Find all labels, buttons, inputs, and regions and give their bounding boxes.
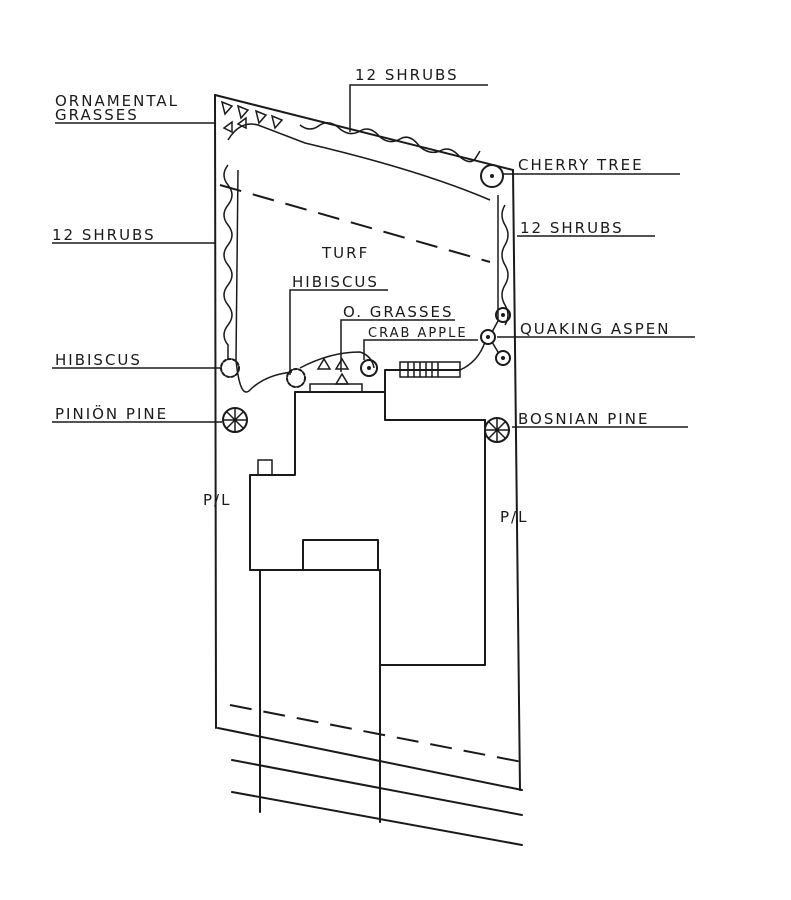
label-property-line-right: P/L xyxy=(500,508,528,526)
bosnian-pine-icon xyxy=(484,417,510,443)
label-shrubs-top: 12 SHRUBS xyxy=(355,66,459,84)
label-ornamental: ORNAMENTAL xyxy=(55,92,179,110)
label-shrubs-left: 12 SHRUBS xyxy=(52,226,156,244)
label-crab-apple: CRAB APPLE xyxy=(368,326,468,341)
cherry-tree-icon xyxy=(480,164,504,188)
label-hibiscus-left: HIBISCUS xyxy=(55,351,142,369)
label-shrubs-right: 12 SHRUBS xyxy=(520,219,624,237)
setback-line xyxy=(219,184,491,263)
label-turf: TURF xyxy=(321,244,369,262)
label-bosnian-pine: BOSNIAN PINE xyxy=(518,410,649,428)
label-property-line-left: P/L xyxy=(203,491,231,509)
shrub-bed-right xyxy=(497,195,509,326)
hibiscus-shrub-icon xyxy=(286,368,306,388)
shrub-bed-left xyxy=(223,164,239,361)
shrub-bed-top xyxy=(227,122,491,201)
front-bed-center xyxy=(299,351,375,369)
front-bed-left xyxy=(235,359,293,393)
pinion-pine-icon xyxy=(222,407,248,433)
label-quaking-aspen: QUAKING ASPEN xyxy=(520,320,670,338)
lot-boundary xyxy=(214,94,523,846)
crab-apple-tree-icon xyxy=(360,359,378,377)
label-pinion-pine: PINIÖN PINE xyxy=(55,404,168,423)
house-outline xyxy=(249,341,486,666)
label-hibiscus-center: HIBISCUS xyxy=(292,273,379,291)
quaking-aspen-tree-icons xyxy=(480,307,511,366)
label-cherry-tree: CHERRY TREE xyxy=(518,156,644,174)
leader-lines xyxy=(52,84,695,428)
label-o-grasses: O. GRASSES xyxy=(343,303,453,321)
ornamental-grasses-symbols xyxy=(220,100,350,385)
label-grasses: GRASSES xyxy=(55,106,139,124)
